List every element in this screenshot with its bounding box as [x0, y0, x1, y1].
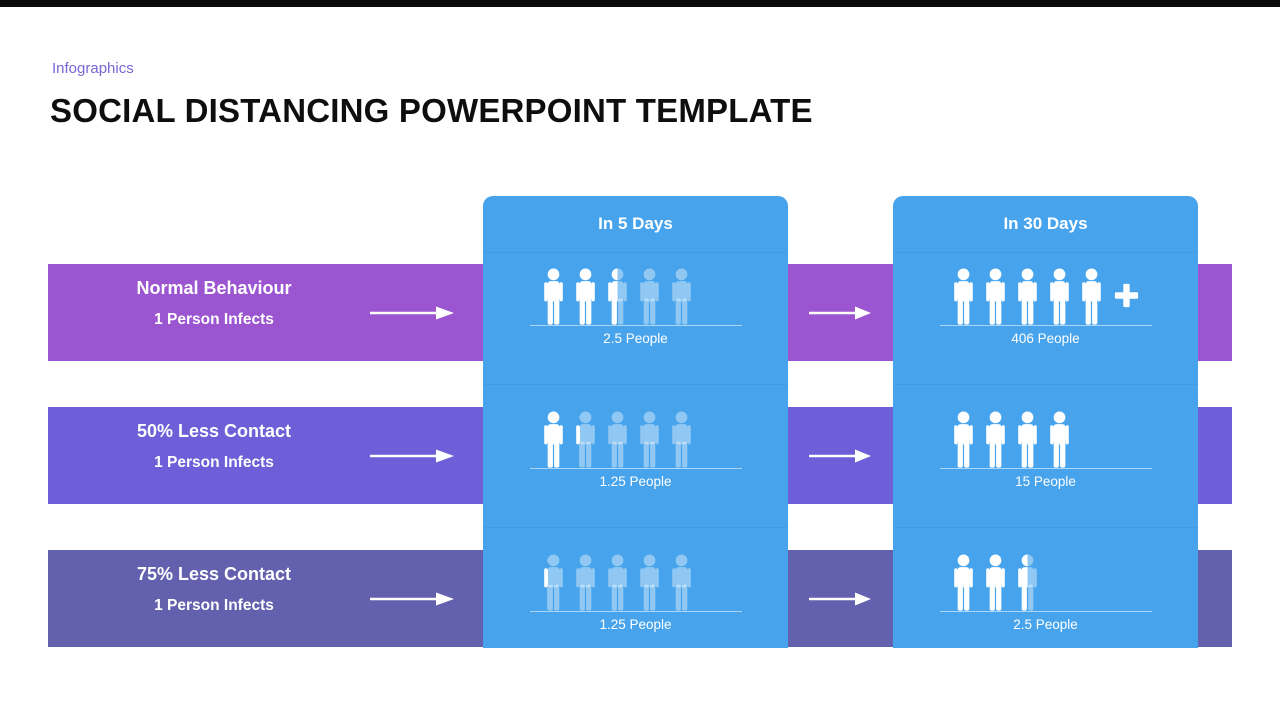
row-sublabel: 1 Person Infects: [154, 311, 274, 328]
people-pictogram: [530, 409, 742, 468]
person-icon: [985, 554, 1005, 611]
row-label-block: Normal Behaviour 1 Person Infects: [48, 277, 380, 329]
column-in-5-days: In 5 Days: [483, 196, 788, 648]
person-icon: [575, 268, 595, 325]
person-icon: [543, 554, 563, 611]
pictogram-caption: 15 People: [1015, 474, 1076, 489]
person-icon: [953, 554, 973, 611]
person-icon: [985, 411, 1005, 468]
pictogram-cell: 2.5 People: [893, 550, 1198, 647]
person-icon: [1017, 554, 1037, 611]
arrow-right-icon: [809, 449, 871, 463]
person-icon: [1081, 268, 1101, 325]
column-in-30-days: In 30 Days: [893, 196, 1198, 648]
baseline: [529, 611, 742, 612]
row-label: 50% Less Contact: [136, 421, 292, 441]
person-icon: [953, 411, 973, 468]
pictogram-cell: 1.25 People: [483, 407, 788, 504]
person-icon: [671, 411, 691, 468]
person-icon: [639, 411, 659, 468]
people-pictogram: [530, 266, 742, 325]
person-icon: [953, 268, 973, 325]
column-header: In 30 Days: [893, 196, 1198, 253]
row-label-block: 50% Less Contact 1 Person Infects: [48, 420, 380, 472]
slide-eyebrow: Infographics: [52, 60, 134, 77]
person-icon: [607, 268, 627, 325]
person-icon: [671, 268, 691, 325]
person-icon: [607, 554, 627, 611]
column-divider: [893, 527, 1198, 528]
arrow-right-icon: [809, 306, 871, 320]
people-pictogram: [940, 266, 1152, 325]
pictogram-cell: 2.5 People: [483, 264, 788, 361]
column-divider: [483, 384, 788, 385]
arrow-right-icon: [809, 592, 871, 606]
pictogram-cell: 1.25 People: [483, 550, 788, 647]
baseline: [529, 468, 742, 469]
person-icon: [1017, 268, 1037, 325]
slide-title: SOCIAL DISTANCING POWERPOINT TEMPLATE: [50, 92, 813, 129]
baseline: [529, 325, 742, 326]
person-icon: [543, 411, 563, 468]
arrow-right-icon: [370, 306, 454, 320]
pictogram-cell: 406 People: [893, 264, 1198, 361]
column-header: In 5 Days: [483, 196, 788, 253]
person-icon: [1049, 268, 1069, 325]
person-icon: [1049, 411, 1069, 468]
row-sublabel: 1 Person Infects: [154, 454, 274, 471]
pictogram-caption: 1.25 People: [599, 474, 672, 489]
plus-icon: [1114, 283, 1138, 308]
people-pictogram: [530, 552, 742, 611]
person-icon: [639, 554, 659, 611]
row-label-block: 75% Less Contact 1 Person Infects: [48, 563, 380, 615]
person-icon: [575, 411, 595, 468]
pictogram-caption: 1.25 People: [599, 617, 672, 632]
column-divider: [483, 527, 788, 528]
person-icon: [543, 268, 563, 325]
arrow-right-icon: [370, 592, 454, 606]
person-icon: [575, 554, 595, 611]
people-pictogram: [940, 552, 1152, 611]
row-sublabel: 1 Person Infects: [154, 597, 274, 614]
baseline: [939, 325, 1152, 326]
column-divider: [893, 384, 1198, 385]
baseline: [939, 611, 1152, 612]
baseline: [939, 468, 1152, 469]
row-label: Normal Behaviour: [136, 278, 292, 298]
top-edge-strip: [0, 0, 1280, 7]
person-icon: [1017, 411, 1037, 468]
arrow-right-icon: [370, 449, 454, 463]
people-pictogram: [940, 409, 1152, 468]
person-icon: [671, 554, 691, 611]
pictogram-caption: 2.5 People: [603, 331, 668, 346]
pictogram-caption: 2.5 People: [1013, 617, 1078, 632]
pictogram-caption: 406 People: [1011, 331, 1080, 346]
person-icon: [985, 268, 1005, 325]
row-label: 75% Less Contact: [136, 564, 292, 584]
person-icon: [639, 268, 659, 325]
pictogram-cell: 15 People: [893, 407, 1198, 504]
person-icon: [607, 411, 627, 468]
